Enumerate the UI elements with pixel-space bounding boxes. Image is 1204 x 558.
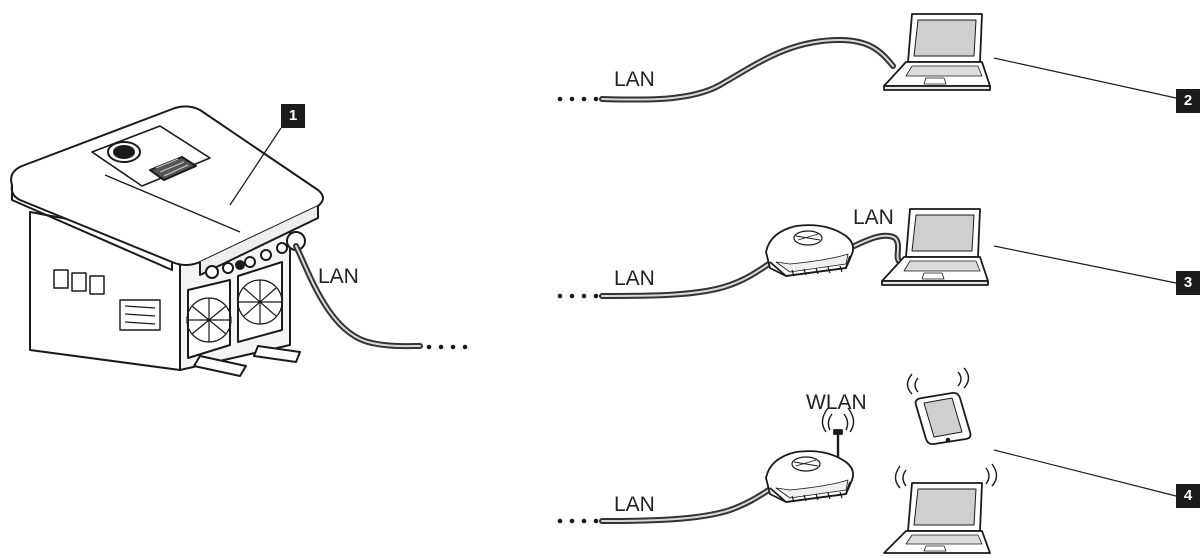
laptop-icon — [883, 482, 991, 554]
continuation-dots — [426, 344, 468, 350]
badge-1-leader — [229, 127, 282, 206]
callout-badge-2: 2 — [1176, 89, 1200, 113]
tablet-icon — [914, 391, 972, 446]
continuation-dots — [557, 96, 599, 102]
row2-lan-out-label: LAN — [853, 206, 894, 229]
inverter-icon — [10, 105, 324, 377]
row1-lan-label: LAN — [614, 68, 655, 91]
callout-badge-1: 1 — [281, 104, 305, 128]
row2-lan-in-label: LAN — [614, 267, 655, 290]
laptop-icon — [883, 13, 991, 91]
badge-4-leader — [993, 449, 1177, 497]
row3-wlan-label: WLAN — [806, 391, 867, 414]
badge-2-leader — [993, 57, 1177, 99]
continuation-dots — [557, 293, 599, 299]
badge-3-leader — [993, 245, 1177, 284]
row3-lan-cable — [599, 485, 775, 524]
wifi-signal-icon — [906, 367, 970, 395]
inverter-lan-cable — [293, 243, 423, 350]
callout-badge-3: 3 — [1176, 271, 1200, 295]
wifi-signal-icon — [821, 407, 855, 433]
router-icon — [765, 429, 855, 503]
continuation-dots — [557, 518, 599, 524]
row3-lan-label: LAN — [614, 493, 655, 516]
router-icon — [765, 224, 855, 277]
inverter-lan-label: LAN — [318, 265, 359, 288]
row2-lan-cable-in — [599, 259, 775, 299]
row2-lan-cable-out — [843, 232, 903, 265]
callout-badge-4: 4 — [1176, 484, 1200, 508]
row1-lan-cable — [599, 36, 896, 103]
wifi-signal-icon — [894, 463, 998, 489]
laptop-icon — [881, 208, 989, 286]
